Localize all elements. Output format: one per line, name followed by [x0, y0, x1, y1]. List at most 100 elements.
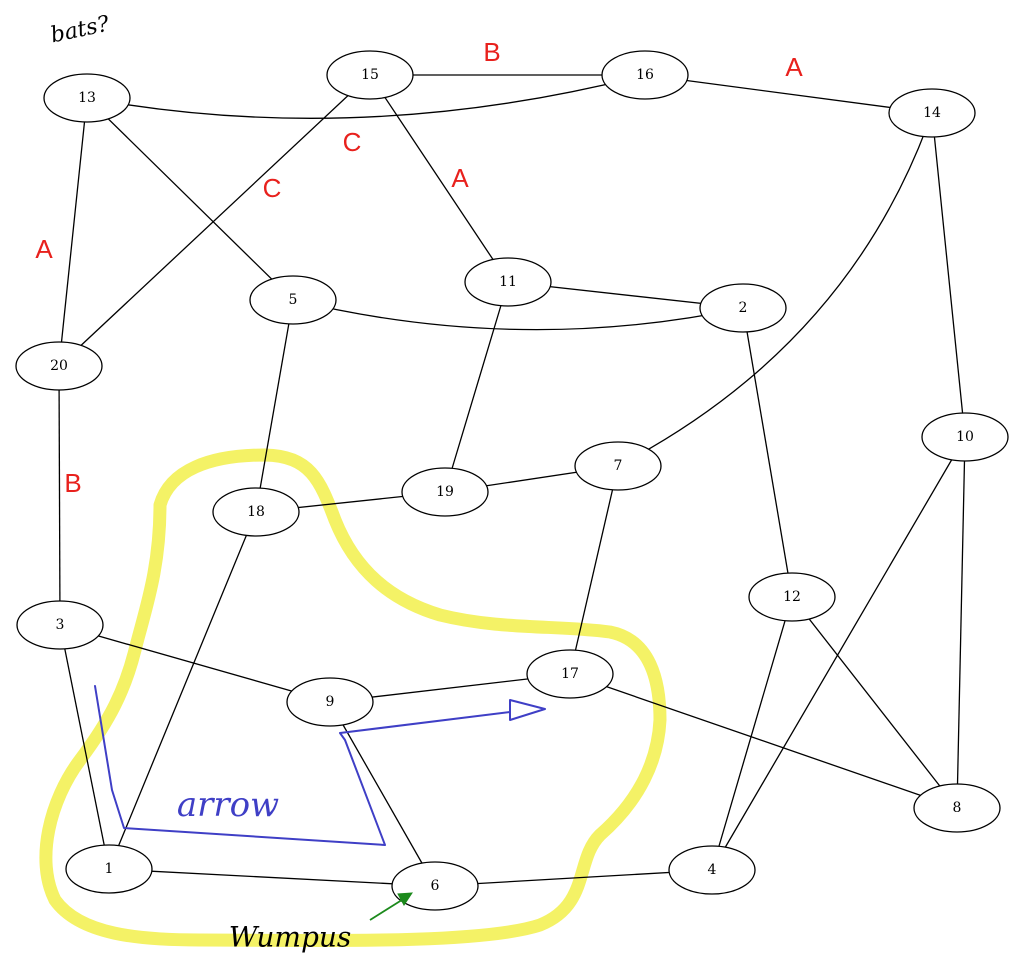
edge-20-3: [58, 365, 61, 626]
node-label: 10: [956, 429, 974, 445]
edge-label-20-3: B: [64, 468, 81, 498]
node-ellipse: [286, 677, 374, 727]
edge-5-2: [292, 299, 744, 331]
node-label: 17: [561, 666, 579, 682]
node-16: 16: [601, 50, 689, 100]
node-label: 15: [361, 67, 379, 83]
green-pointer-head-icon: [397, 892, 413, 906]
node-ellipse: [43, 73, 131, 123]
node-17: 17: [526, 649, 614, 699]
node-label: 5: [289, 292, 298, 308]
blue-arrow-path: [94, 685, 511, 846]
edge-14-10: [931, 112, 966, 438]
edge-3-1: [59, 624, 110, 870]
node-label: 4: [708, 862, 717, 878]
node-ellipse: [212, 487, 300, 537]
green-pointer-path: [369, 897, 406, 921]
edge-label-13-16: C: [343, 127, 362, 157]
node-ellipse: [921, 412, 1009, 462]
node-8: 8: [913, 783, 1001, 833]
edge-12-8: [791, 596, 958, 809]
edge-7-17: [569, 465, 619, 675]
node-ellipse: [526, 649, 614, 699]
edge-10-4: [711, 436, 966, 871]
node-ellipse: [913, 783, 1001, 833]
node-ellipse: [699, 283, 787, 333]
node-1: 1: [65, 844, 153, 894]
node-label: 19: [436, 484, 454, 500]
node-label: 3: [56, 617, 65, 633]
edge-14-7: [617, 112, 933, 467]
node-ellipse: [65, 844, 153, 894]
edge-16-14: [644, 74, 933, 114]
edge-18-1: [108, 511, 257, 870]
node-ellipse: [601, 50, 689, 100]
node-label: 13: [78, 90, 96, 106]
node-10: 10: [921, 412, 1009, 462]
edge-6-4: [434, 869, 713, 887]
edge-13-5: [86, 97, 294, 301]
node-12: 12: [748, 572, 836, 622]
edge-label-13-20: A: [35, 234, 53, 264]
node-ellipse: [401, 467, 489, 517]
node-7: 7: [574, 441, 662, 491]
edges-layer: [58, 74, 966, 887]
node-14: 14: [888, 88, 976, 138]
node-label: 2: [739, 300, 748, 316]
node-label: 20: [50, 358, 68, 374]
node-label: 14: [923, 105, 941, 121]
node-label: 7: [614, 458, 623, 474]
node-ellipse: [888, 88, 976, 138]
node-18: 18: [212, 487, 300, 537]
node-label: 1: [105, 861, 114, 877]
node-ellipse: [16, 600, 104, 650]
node-9: 9: [286, 677, 374, 727]
node-11: 11: [464, 257, 552, 307]
node-label: 18: [247, 504, 265, 520]
node-ellipse: [15, 341, 103, 391]
node-6: 6: [391, 861, 479, 911]
edge-13-20: [58, 97, 88, 367]
edge-label-15-16: B: [483, 37, 500, 67]
node-ellipse: [391, 861, 479, 911]
edge-13-16: [86, 74, 646, 119]
node-5: 5: [249, 275, 337, 325]
node-ellipse: [574, 441, 662, 491]
edge-label-16-14: A: [785, 52, 803, 82]
edge-17-8: [569, 673, 958, 809]
node-ellipse: [668, 845, 756, 895]
node-3: 3: [16, 600, 104, 650]
node-20: 20: [15, 341, 103, 391]
node-ellipse: [326, 50, 414, 100]
node-4: 4: [668, 845, 756, 895]
edge-10-8: [956, 436, 966, 809]
edge-15-20: [58, 74, 371, 367]
arrow-note: arrow: [177, 785, 279, 825]
node-label: 8: [953, 800, 962, 816]
node-label: 11: [499, 274, 517, 290]
edge-2-12: [742, 307, 793, 598]
node-label: 9: [326, 694, 335, 710]
edge-11-19: [444, 281, 509, 493]
edge-15-11: [369, 74, 509, 283]
edge-1-6: [108, 868, 436, 887]
node-15: 15: [326, 50, 414, 100]
node-ellipse: [748, 572, 836, 622]
edge-12-4: [711, 596, 793, 871]
node-label: 16: [636, 67, 654, 83]
node-13: 13: [43, 73, 131, 123]
wumpus-note: Wumpus: [229, 921, 352, 954]
node-ellipse: [464, 257, 552, 307]
edge-9-6: [329, 701, 436, 887]
edge-3-9: [59, 624, 331, 703]
highlight-region: [39, 448, 667, 948]
node-ellipse: [249, 275, 337, 325]
node-label: 12: [783, 589, 801, 605]
bats-note: bats?: [48, 12, 111, 49]
node-label: 6: [431, 878, 440, 894]
edge-label-15-11: A: [451, 163, 469, 193]
blue-arrow-head-icon: [509, 699, 546, 721]
node-2: 2: [699, 283, 787, 333]
